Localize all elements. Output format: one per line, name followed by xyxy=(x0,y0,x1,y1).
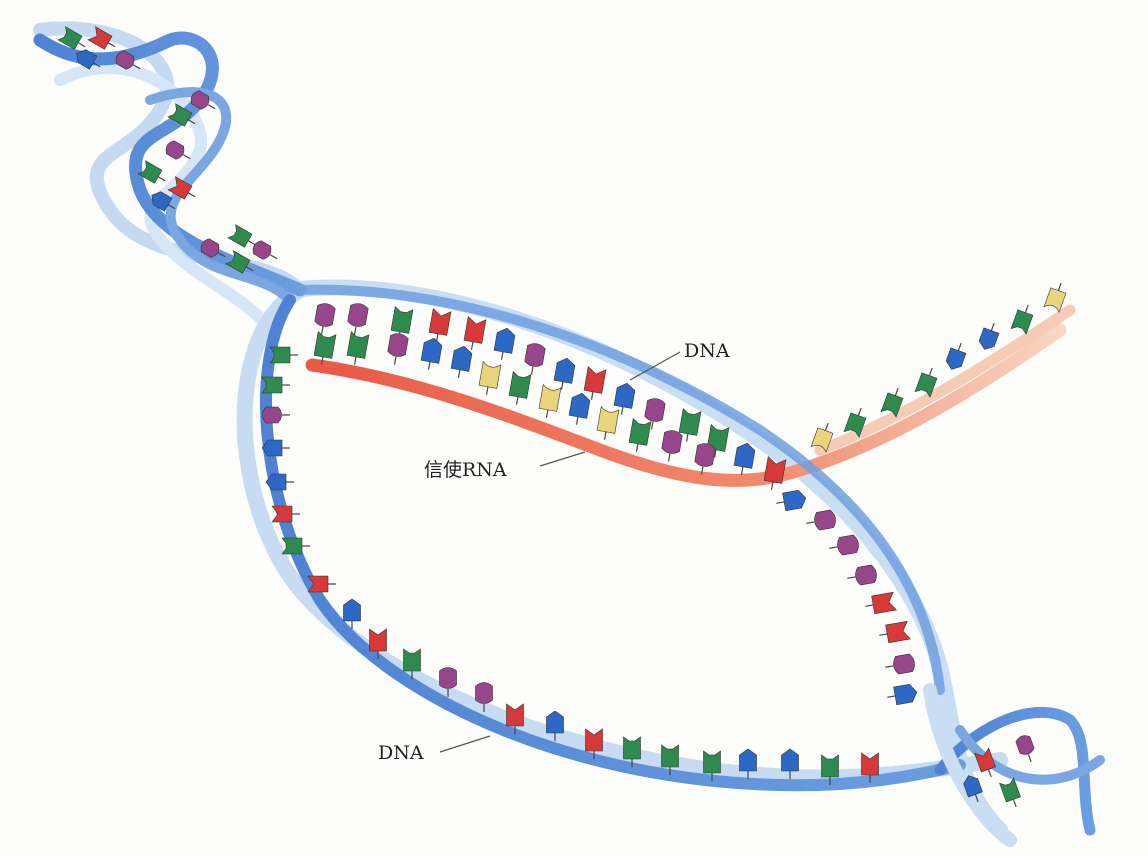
red-base xyxy=(879,620,911,644)
magenta-base xyxy=(847,564,877,586)
green-base xyxy=(821,754,839,785)
label-dna-bottom: DNA xyxy=(378,742,424,764)
magenta-base xyxy=(806,509,836,531)
green-base xyxy=(403,648,421,679)
blue-base xyxy=(265,473,294,491)
green-base xyxy=(843,407,867,438)
magenta-base xyxy=(829,534,859,556)
blue-base xyxy=(76,49,101,70)
mrna-tail xyxy=(814,304,1076,456)
blue-base xyxy=(553,357,576,390)
green-base xyxy=(346,331,370,365)
red-base xyxy=(428,308,452,342)
helix-lower-right xyxy=(923,683,1105,847)
magenta-base xyxy=(115,50,141,70)
green-base xyxy=(999,777,1021,808)
blue-base xyxy=(887,683,918,706)
green-base xyxy=(167,103,196,127)
green-base xyxy=(623,736,641,767)
green-base xyxy=(914,367,938,398)
green-base xyxy=(137,160,166,184)
green-base xyxy=(57,26,86,50)
green-base xyxy=(313,331,337,365)
leader-dna-bottom xyxy=(439,735,491,753)
red-base xyxy=(974,747,996,778)
magenta-base xyxy=(661,430,683,462)
magenta-base xyxy=(347,303,369,335)
red-base xyxy=(369,628,387,659)
red-base xyxy=(506,703,524,734)
magenta-base xyxy=(439,667,457,697)
blue-base xyxy=(733,442,756,475)
magenta-base xyxy=(387,333,409,365)
magenta-base xyxy=(314,303,336,335)
green-base xyxy=(261,376,290,394)
blue-base xyxy=(151,191,176,212)
magenta-base xyxy=(524,343,546,375)
red-base xyxy=(861,752,879,783)
yellow-base xyxy=(478,360,502,395)
blue-base xyxy=(343,598,361,629)
green-base xyxy=(678,408,702,442)
blue-base xyxy=(546,710,564,741)
green-base xyxy=(1010,304,1034,335)
green-base xyxy=(661,744,679,775)
yellow-base xyxy=(810,422,834,453)
magenta-base xyxy=(262,406,290,424)
green-base xyxy=(225,250,254,274)
magenta-base xyxy=(165,140,191,160)
green-base xyxy=(628,418,652,452)
yellow-base xyxy=(596,405,620,440)
green-base xyxy=(880,387,904,418)
nucleotide-bases xyxy=(57,26,1067,808)
red-base xyxy=(307,575,336,593)
red-base xyxy=(463,316,487,350)
yellow-base xyxy=(1043,282,1067,313)
leader-dna-top xyxy=(629,351,681,381)
red-base xyxy=(87,26,116,50)
magenta-base xyxy=(200,238,226,258)
blue-base xyxy=(739,748,757,779)
green-base xyxy=(706,424,730,458)
red-base xyxy=(271,505,300,523)
magenta-base xyxy=(644,398,666,430)
blue-base xyxy=(781,748,799,779)
dna-strand-upper-front xyxy=(295,284,945,695)
blue-base xyxy=(568,392,591,425)
red-base xyxy=(585,728,603,759)
magenta-base xyxy=(252,240,278,260)
magenta-base xyxy=(885,653,915,675)
red-base xyxy=(763,456,787,490)
blue-base xyxy=(450,345,473,378)
blue-base xyxy=(261,439,290,457)
blue-base xyxy=(978,322,1000,350)
red-base xyxy=(865,591,897,615)
blue-base xyxy=(613,382,636,415)
green-base xyxy=(281,537,310,555)
blue-base xyxy=(776,489,807,512)
label-dna-top: DNA xyxy=(684,340,730,362)
magenta-base xyxy=(694,443,716,475)
red-base xyxy=(167,176,196,200)
green-base xyxy=(508,371,532,405)
dna-strand-lower-front xyxy=(260,294,966,792)
green-base xyxy=(227,224,256,248)
blue-base xyxy=(945,342,967,370)
yellow-base xyxy=(538,383,562,418)
mrna-strand xyxy=(305,323,1067,487)
magenta-base xyxy=(475,682,493,712)
label-mrna: 信使RNA xyxy=(424,459,507,481)
blue-base xyxy=(963,775,983,803)
magenta-base xyxy=(1015,735,1035,763)
blue-base xyxy=(420,337,443,370)
leader-mrna xyxy=(539,451,586,467)
red-base xyxy=(583,366,607,400)
green-base xyxy=(269,346,298,364)
blue-base xyxy=(493,327,516,360)
green-base xyxy=(703,750,721,781)
magenta-base xyxy=(190,90,216,110)
